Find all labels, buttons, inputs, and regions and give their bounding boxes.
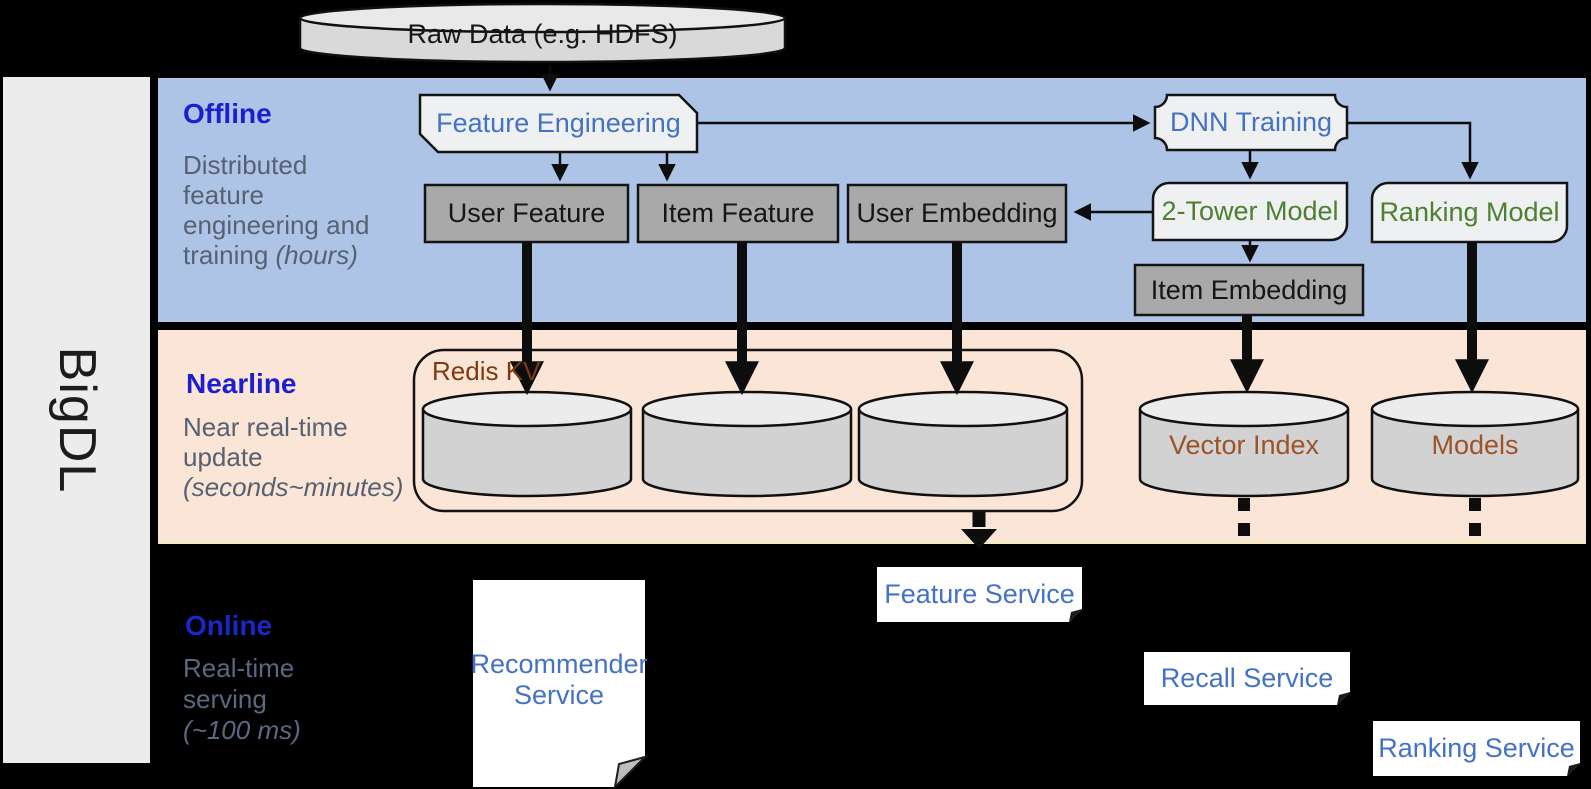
item-embedding-shape — [1133, 263, 1365, 317]
online-description: Real-time serving (~100 ms) — [183, 653, 301, 746]
user-embedding-shape — [846, 183, 1068, 244]
redis-cylinder-3 — [857, 390, 1069, 498]
offline-desc-line1: Distributed — [183, 150, 308, 180]
online-title: Online — [185, 610, 273, 641]
dashed-connectors — [961, 498, 1481, 549]
thick-connectors — [509, 242, 1490, 396]
raw-data-label: Raw Data (e.g. HDFS) — [407, 18, 678, 49]
offline-desc-line4: training (hours) — [183, 240, 358, 270]
nearline-desc-line2: update — [183, 442, 263, 472]
offline-title: Offline — [183, 98, 272, 129]
nearline-desc-line3: (seconds~minutes) — [183, 472, 404, 502]
item-embedding-label: Item Embedding — [1150, 274, 1348, 305]
models-label: Models — [1431, 429, 1519, 460]
nearline-title: Nearline — [186, 368, 297, 399]
vector-index-cylinder — [1138, 390, 1350, 498]
user-feature-label: User Feature — [447, 198, 606, 228]
ranking-model-label: Ranking Model — [1379, 197, 1560, 227]
recommender-service-shape — [473, 580, 649, 789]
vector-index-label: Vector Index — [1168, 429, 1320, 460]
online-desc-line2: serving — [183, 684, 267, 714]
nearline-desc-line1: Near real-time — [183, 412, 348, 442]
dnn-training-shape — [1153, 93, 1349, 152]
feature-service-label: Feature Service — [884, 579, 1075, 609]
redis-kv-label: Redis KV — [432, 356, 541, 386]
arrow-dnn-to-rankingmodel — [1347, 121, 1479, 180]
dnn-training-label: DNN Training — [1169, 107, 1333, 137]
online-desc-line1: Real-time — [183, 653, 295, 683]
feature-engineering-shape — [418, 93, 699, 154]
feature-service-shape — [877, 567, 1082, 622]
user-embedding-label: User Embedding — [856, 198, 1058, 228]
recall-service-label: Recall Service — [1160, 663, 1334, 693]
recall-service-shape — [1144, 652, 1350, 705]
online-desc-line3: (~100 ms) — [183, 715, 301, 745]
arrowhead-redis-to-featureservice — [961, 529, 997, 549]
thin-connectors — [541, 66, 1479, 263]
ranking-service-shape — [1373, 721, 1580, 776]
offline-desc-line2: feature — [183, 180, 264, 210]
redis-kv-container — [412, 348, 1084, 513]
offline-desc-line3: engineering and — [183, 210, 370, 240]
feature-engineering-label: Feature Engineering — [436, 108, 681, 138]
redis-cylinder-1 — [421, 390, 633, 498]
item-feature-label: Item Feature — [661, 198, 815, 228]
ranking-service-label: Ranking Service — [1378, 733, 1575, 763]
ranking-model-shape — [1370, 181, 1569, 244]
recommender-service-label: Recommender Service — [470, 649, 648, 710]
offline-description: Distributed feature engineering and trai… — [183, 150, 370, 270]
models-cylinder — [1370, 390, 1580, 498]
nearline-description: Near real-time update (seconds~minutes) — [183, 412, 403, 502]
redis-cylinder-2 — [641, 390, 853, 498]
raw-data-cylinder — [298, 2, 787, 64]
two-tower-model-label: 2-Tower Model — [1161, 196, 1339, 226]
bigdl-sidebar: BigDL — [3, 77, 150, 763]
two-tower-model-shape — [1151, 181, 1349, 242]
